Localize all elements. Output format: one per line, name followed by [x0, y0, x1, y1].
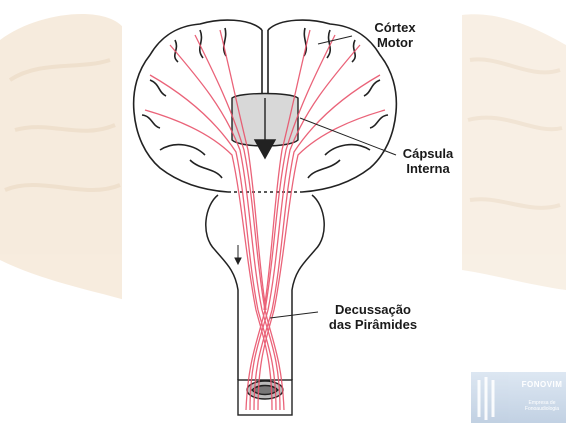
logo-icon [471, 372, 511, 423]
label-cortex-line2: Motor [350, 35, 440, 50]
label-capsula-interna: Cápsula Interna [388, 146, 468, 176]
logo-name: FONOVIM [518, 380, 566, 389]
label-cortex-motor: Córtex Motor [350, 20, 440, 50]
label-decus-line1: Decussação [318, 302, 428, 317]
label-capsula-line1: Cápsula [388, 146, 468, 161]
label-decus-line2: das Pirâmides [318, 317, 428, 332]
logo-subtitle: Empresa de Fonoaudiologia [518, 400, 566, 412]
label-cortex-line1: Córtex [350, 20, 440, 35]
label-capsula-line2: Interna [388, 161, 468, 176]
label-decussacao: Decussação das Pirâmides [318, 302, 428, 332]
